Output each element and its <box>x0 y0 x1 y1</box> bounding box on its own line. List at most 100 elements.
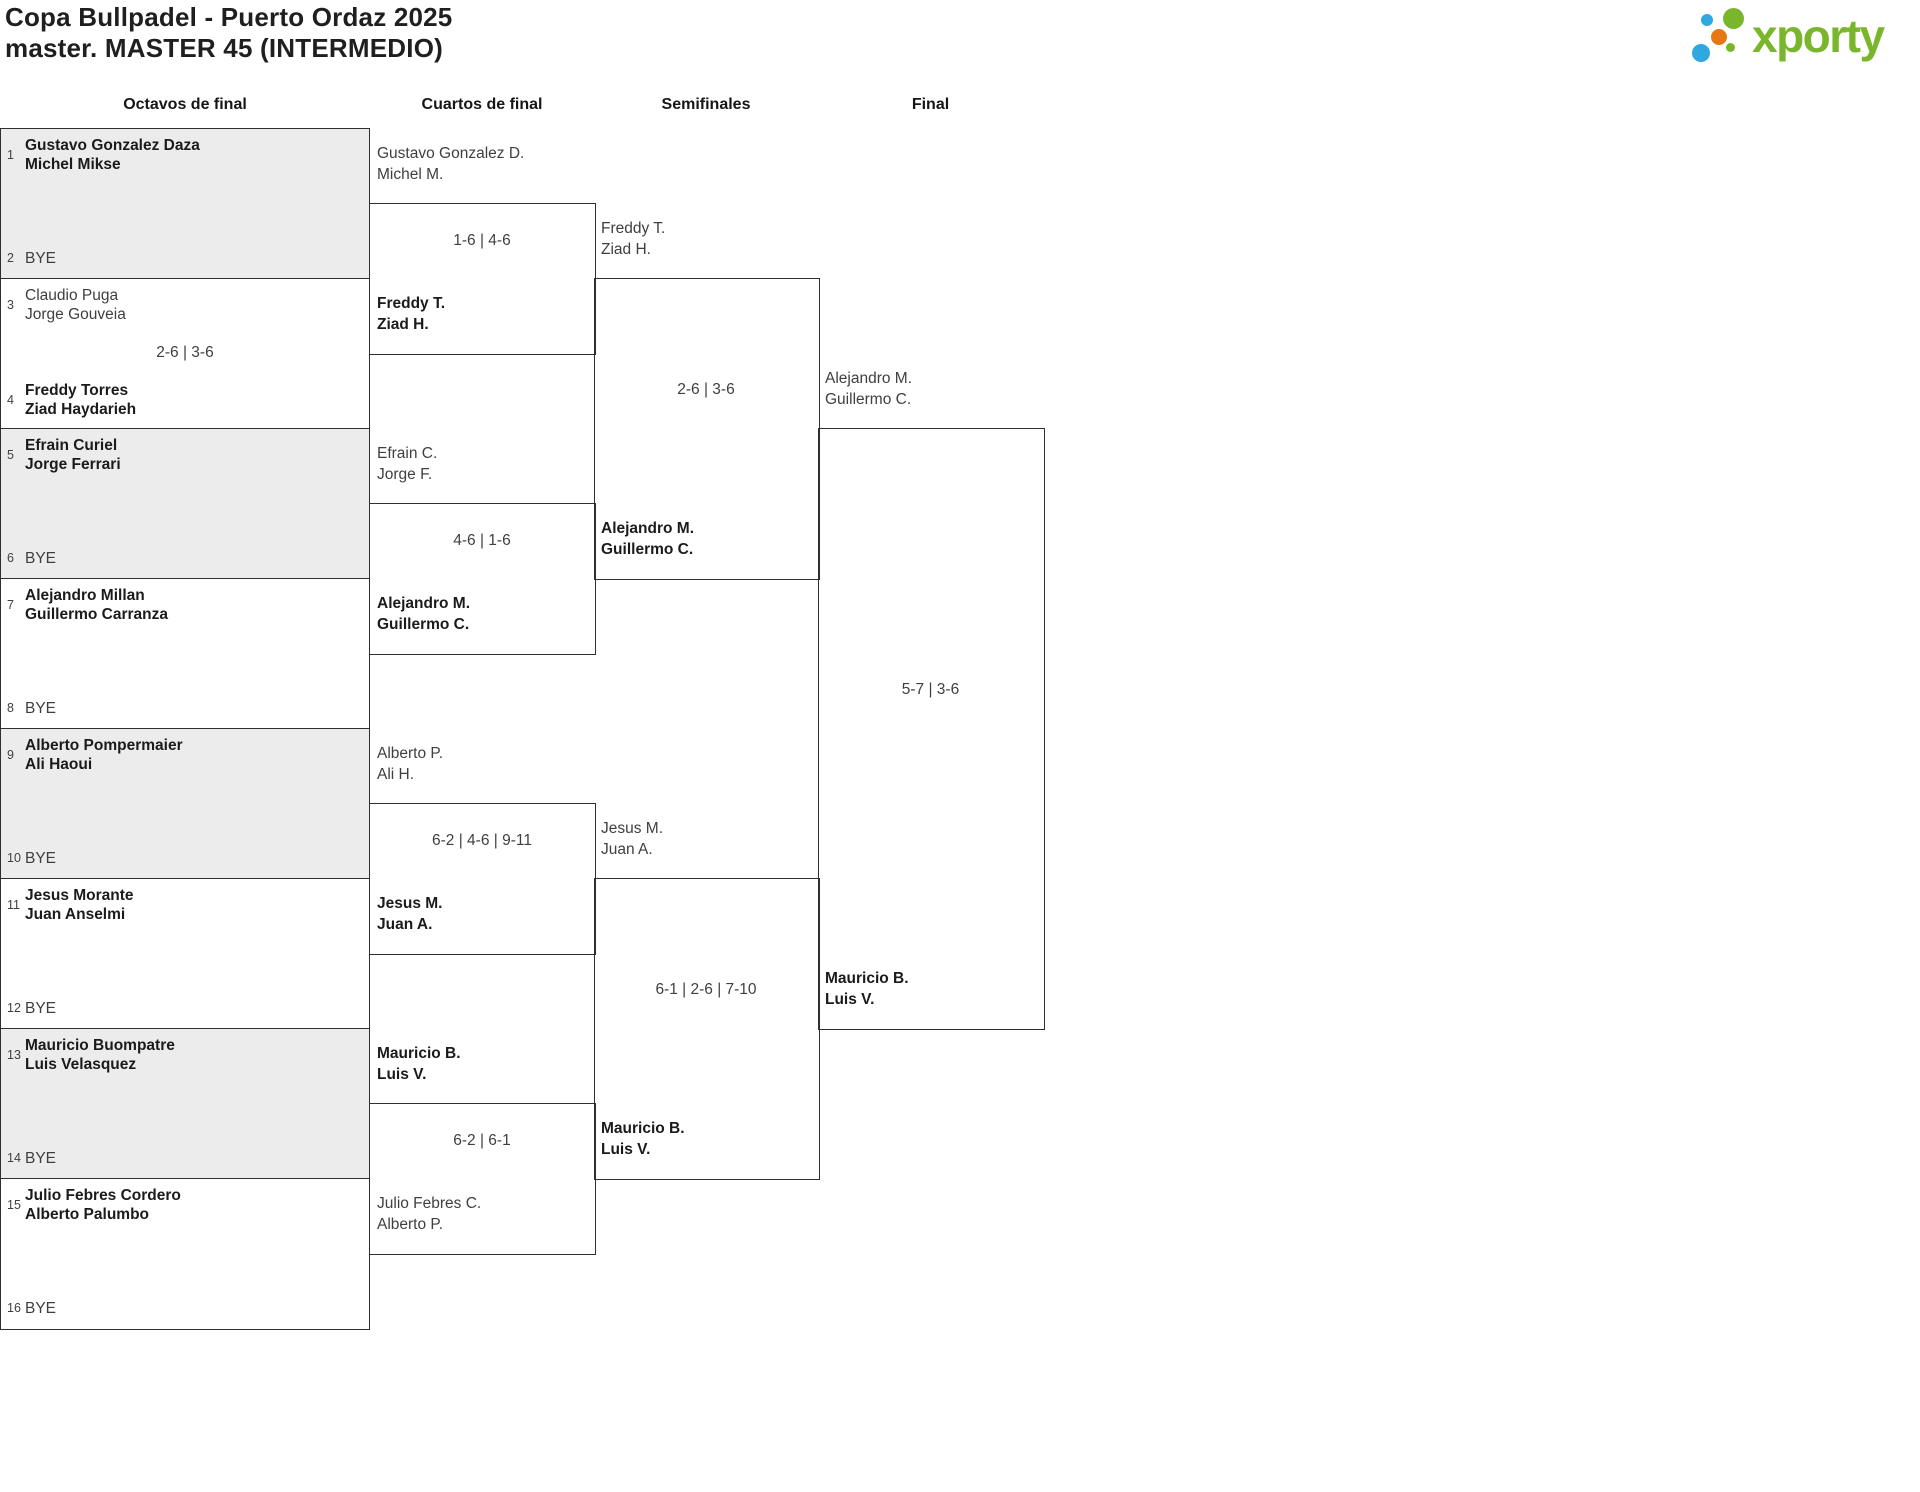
seed-number: 10 <box>7 851 21 865</box>
team-name: Alberto Pompermaier Ali Haoui <box>25 736 183 774</box>
xporty-logo[interactable]: xporty <box>1690 6 1916 72</box>
player-name: Alejandro M. <box>377 595 471 612</box>
player-name: Jesus Morante <box>25 887 134 904</box>
seed-number: 11 <box>7 898 20 912</box>
team-name: Freddy T. Ziad H. <box>377 293 589 335</box>
player-name: Ali H. <box>377 766 415 783</box>
match-score: 2-6 | 3-6 <box>677 381 735 398</box>
team-name: Gustavo Gonzalez Daza Michel Mikse <box>25 136 200 174</box>
player-name: Ziad H. <box>601 241 651 258</box>
seed-number: 8 <box>7 701 14 715</box>
r16-match-6: 11 Jesus Morante Juan Anselmi 12 BYE <box>0 878 370 1030</box>
player-name: Jesus M. <box>377 895 443 912</box>
round-header-cuartos: Cuartos de final <box>421 96 543 113</box>
team-name: Julio Febres C. Alberto P. <box>377 1193 589 1235</box>
player-name: Juan A. <box>377 916 433 933</box>
player-name: Alberto P. <box>377 1216 444 1233</box>
bye-label: BYE <box>25 249 57 267</box>
seed-number: 5 <box>7 448 14 462</box>
player-name: Michel M. <box>377 166 444 183</box>
player-name: Luis V. <box>825 991 875 1008</box>
player-name: Alejandro Millan <box>25 587 145 604</box>
player-name: Jorge F. <box>377 466 433 483</box>
logo-dot-green-large <box>1723 8 1744 29</box>
team-name: Efrain Curiel Jorge Ferrari <box>25 436 121 474</box>
round-header-final: Final <box>911 96 950 113</box>
team-name: Efrain C. Jorge F. <box>377 443 589 485</box>
player-name: Juan Anselmi <box>25 906 126 923</box>
team-name: Claudio Puga Jorge Gouveia <box>25 286 126 324</box>
player-name: Luis V. <box>601 1141 651 1158</box>
match-score: 6-1 | 2-6 | 7-10 <box>655 981 757 998</box>
match-score: 1-6 | 4-6 <box>453 232 511 249</box>
player-name: Guillermo C. <box>825 391 912 408</box>
round-header-octavos: Octavos de final <box>123 96 247 113</box>
logo-dot-blue-small <box>1701 14 1713 26</box>
player-name: Alberto Pompermaier <box>25 737 183 754</box>
team-name: Alejandro M. Guillermo C. <box>825 368 1037 410</box>
team-name: Mauricio B. Luis V. <box>601 1118 813 1160</box>
player-name: Mauricio B. <box>377 1045 461 1062</box>
r16-match-8: 15 Julio Febres Cordero Alberto Palumbo … <box>0 1178 370 1330</box>
team-name: Alejandro Millan Guillermo Carranza <box>25 586 168 624</box>
bye-label: BYE <box>25 1149 57 1167</box>
player-name: Jesus M. <box>601 820 664 837</box>
player-name: Luis V. <box>377 1066 427 1083</box>
player-name: Claudio Puga <box>25 287 119 304</box>
seed-number: 2 <box>7 251 14 265</box>
player-name: Ziad Haydarieh <box>25 400 137 418</box>
match-score: 4-6 | 1-6 <box>453 532 511 549</box>
player-name: Guillermo Carranza <box>25 606 168 623</box>
r16-match-2: 3 Claudio Puga Jorge Gouveia 2-6 | 3-6 4… <box>0 278 370 430</box>
r16-match-7: 13 Mauricio Buompatre Luis Velasquez 14 … <box>0 1028 370 1180</box>
bye-label: BYE <box>25 849 57 867</box>
match-score: 6-2 | 6-1 <box>453 1132 511 1149</box>
player-name: Mauricio B. <box>825 970 909 987</box>
seed-number: 15 <box>7 1198 21 1212</box>
team-name: Mauricio B. Luis V. <box>825 968 1037 1010</box>
player-name: Mauricio B. <box>601 1120 685 1137</box>
player-name: Alejandro M. <box>825 370 913 387</box>
team-name: Alejandro M. Guillermo C. <box>601 518 813 560</box>
seed-number: 13 <box>7 1048 21 1062</box>
player-name: Ali Haoui <box>25 756 93 773</box>
round-header-semifinales: Semifinales <box>661 96 751 113</box>
match-score: 2-6 | 3-6 <box>156 344 214 361</box>
team-name: Jesus Morante Juan Anselmi <box>25 886 134 924</box>
player-name: Alberto P. <box>377 745 444 762</box>
logo-text: xporty <box>1752 10 1885 62</box>
player-name: Mauricio Buompatre <box>25 1037 175 1054</box>
player-name: Freddy T. <box>601 220 666 237</box>
team-name: Mauricio B. Luis V. <box>377 1043 589 1085</box>
bye-label: BYE <box>25 549 57 567</box>
player-name: Gustavo Gonzalez D. <box>377 145 525 162</box>
r16-match-5: 9 Alberto Pompermaier Ali Haoui 10 BYE <box>0 728 370 880</box>
match-box <box>818 428 1045 1030</box>
player-name: Guillermo C. <box>377 616 470 633</box>
player-name: Alejandro M. <box>601 520 695 537</box>
player-name: Gustavo Gonzalez Daza <box>25 137 200 154</box>
team-name: Freddy T. Ziad H. <box>601 218 813 260</box>
category-name: master. MASTER 45 (INTERMEDIO) <box>5 33 443 63</box>
player-name: Luis Velasquez <box>25 1056 137 1073</box>
tournament-name: Copa Bullpadel - Puerto Ordaz 2025 <box>5 2 453 32</box>
player-name: Efrain C. <box>377 445 438 462</box>
team-name: Jesus M. Juan A. <box>601 818 813 860</box>
seed-number: 3 <box>7 298 14 312</box>
seed-number: 6 <box>7 551 14 565</box>
seed-number: 1 <box>7 148 14 162</box>
seed-number: 4 <box>7 392 14 407</box>
seed-number: 12 <box>7 1001 21 1015</box>
seed-number: 7 <box>7 598 14 612</box>
player-name: Jorge Ferrari <box>25 456 121 473</box>
seed-number: 9 <box>7 748 14 762</box>
player-name: Freddy Torres <box>25 381 129 399</box>
player-name: Alberto Palumbo <box>25 1206 150 1223</box>
team-name: Freddy Torres Ziad Haydarieh <box>25 381 136 419</box>
r16-match-4: 7 Alejandro Millan Guillermo Carranza 8 … <box>0 578 370 730</box>
bye-label: BYE <box>25 699 57 717</box>
player-name: Freddy T. <box>377 295 446 312</box>
team-name: Julio Febres Cordero Alberto Palumbo <box>25 1186 181 1224</box>
team-name: Alejandro M. Guillermo C. <box>377 593 589 635</box>
